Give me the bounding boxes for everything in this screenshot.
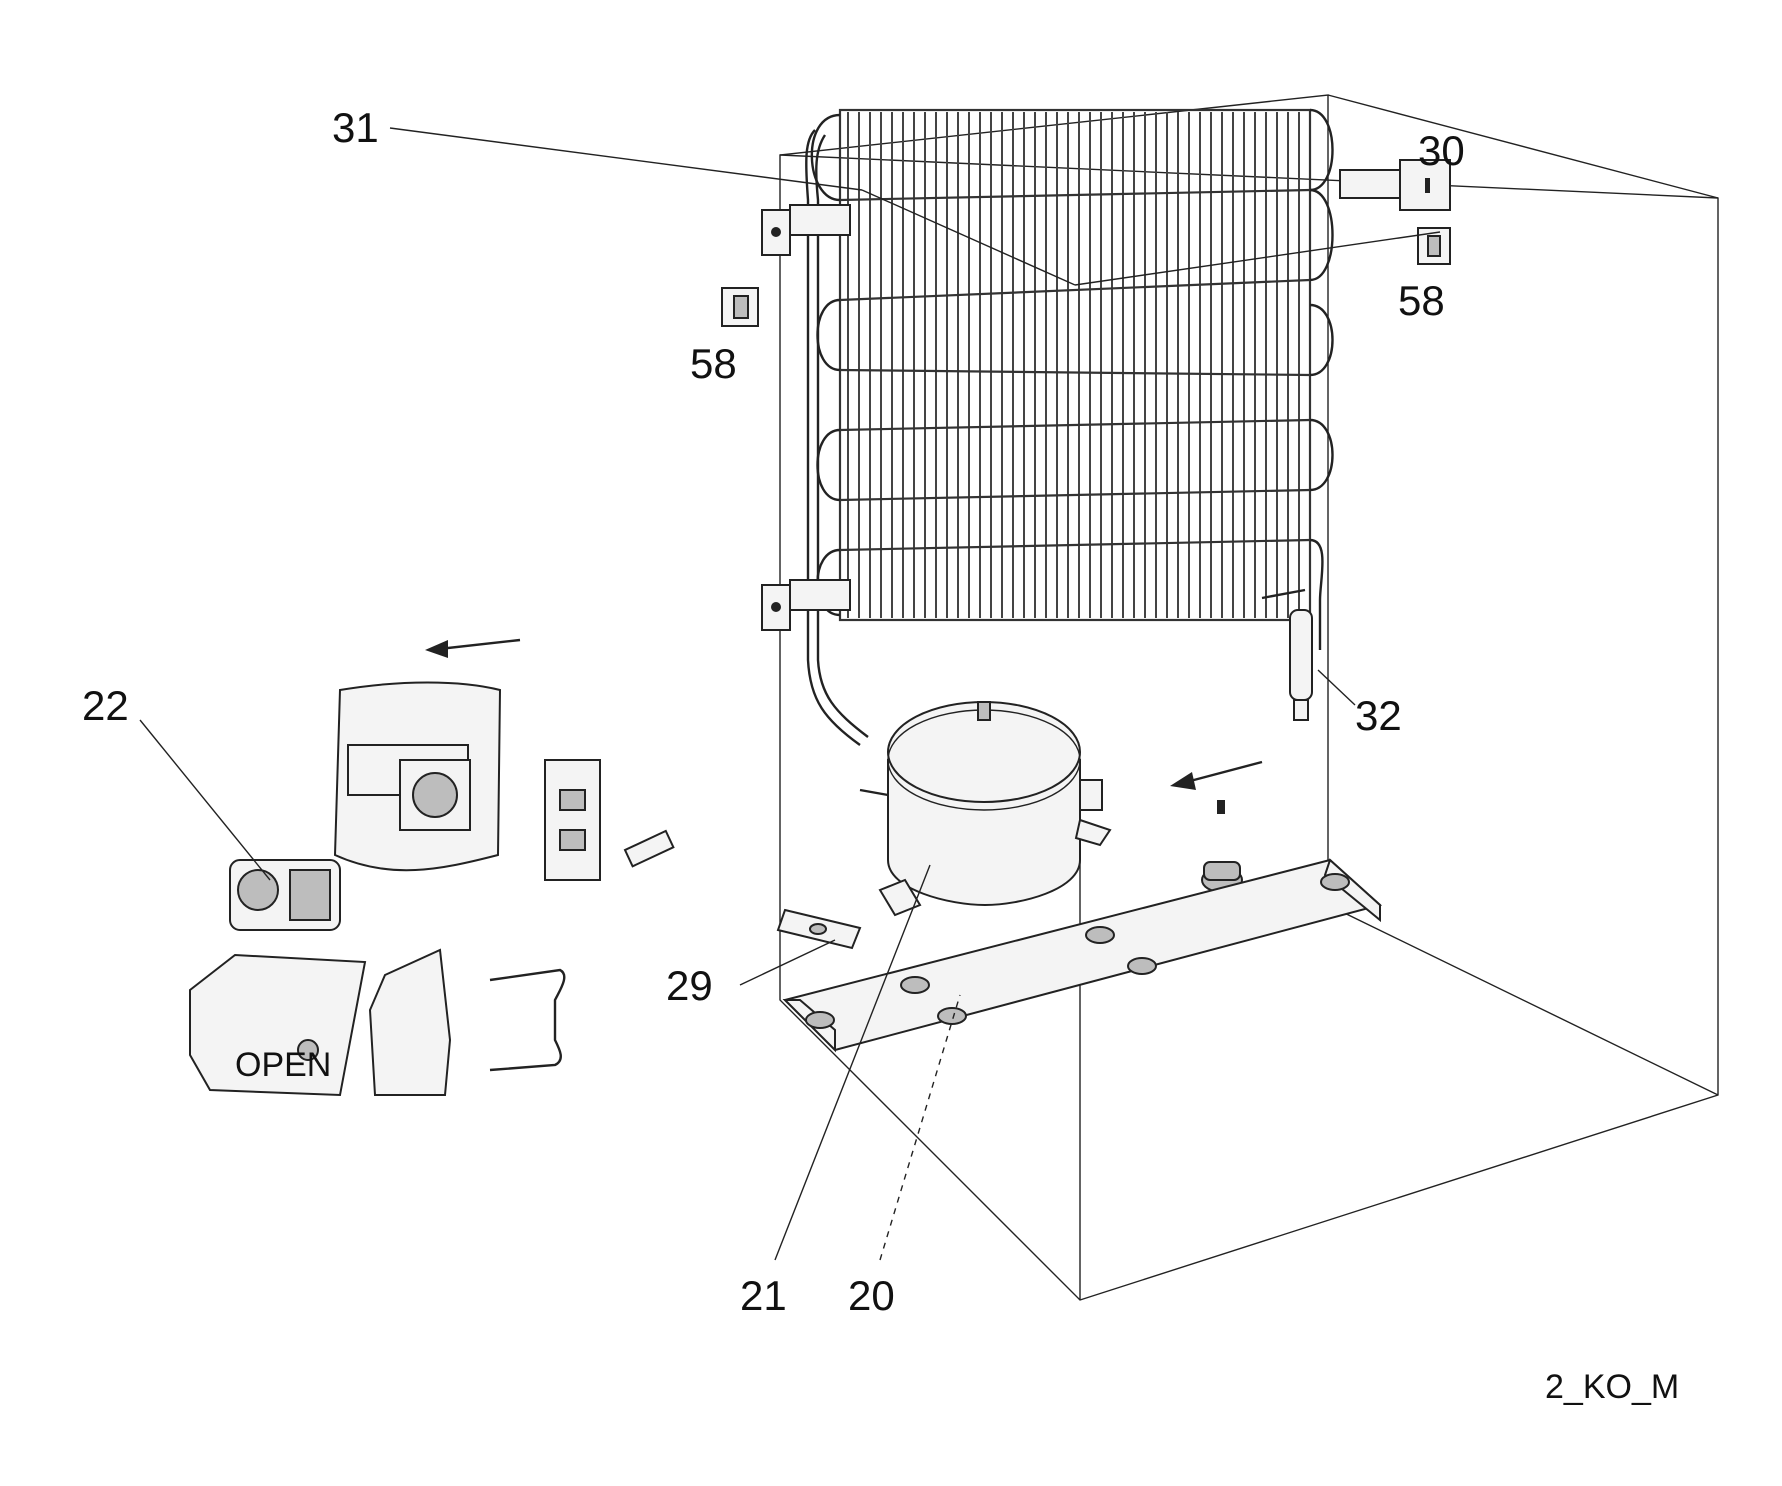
leader-lines [139,127,1441,1261]
filter-drier [1261,588,1313,721]
relay-assembly-housing [333,681,502,872]
arrow-left-top [425,638,521,658]
bracket-bottom-left [761,579,851,631]
drawing-code: 2_KO_M [1545,1368,1679,1406]
clip-58-left [721,287,759,327]
arrow-compressor [1170,760,1263,790]
callout-22: 22 [82,682,129,729]
callout-58-left: 58 [690,340,737,387]
bracket-top-left [761,204,851,256]
cabinet-outline [779,94,1719,1301]
callout-29: 29 [666,962,713,1009]
callout-32: 32 [1355,692,1402,739]
terminal-cover: OPEN [189,953,367,1097]
base-rails [782,858,1383,1053]
callout-58-right: 58 [1398,277,1445,324]
retaining-clip [489,968,566,1072]
cover-lid [368,948,452,1096]
thermal-protector [544,759,675,881]
relay-22 [229,859,341,931]
grommet [1201,800,1243,893]
callout-20: 20 [848,1272,895,1319]
callout-31: 31 [332,104,379,151]
callout-30: 30 [1418,127,1465,174]
mounting-plate [776,908,862,950]
callout-21: 21 [740,1272,787,1319]
compressor [859,701,1112,917]
cover-open-text: OPEN [235,1046,331,1084]
bracket-top-right [1339,159,1451,211]
condenser-coil [805,108,1334,746]
